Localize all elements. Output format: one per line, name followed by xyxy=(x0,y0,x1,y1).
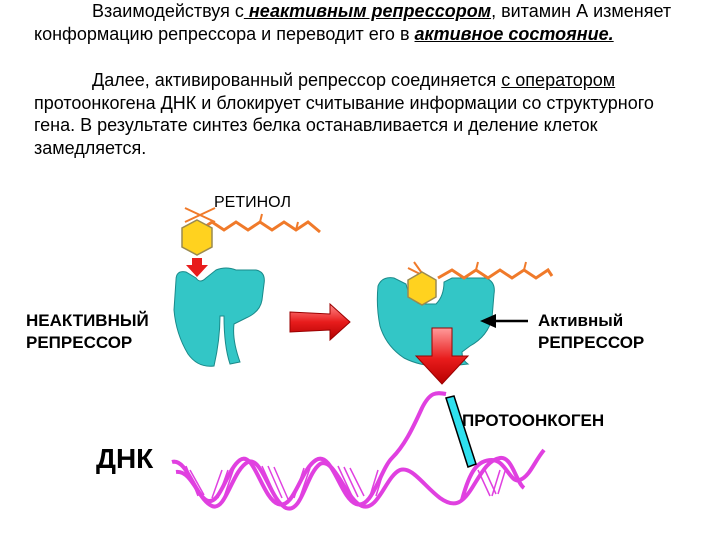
p1-active-state: активное состояние. xyxy=(414,23,614,44)
paragraph-vitamin-a: Взаимодействуя с неактивным репрессором,… xyxy=(34,0,694,45)
dna-label: ДНК xyxy=(96,443,154,474)
inactive-label-line2: РЕПРЕССОР xyxy=(26,333,133,352)
pointer-arrow xyxy=(480,314,528,328)
bound-retinol xyxy=(407,261,554,306)
inactive-repressor xyxy=(173,267,265,367)
protooncogene-segment xyxy=(445,395,477,468)
retinol-molecule xyxy=(181,207,321,256)
p1-text-2: , витамин А изменяет конформацию репресс… xyxy=(34,1,672,44)
protooncogene-label: ПРОТООНКОГЕН xyxy=(462,411,605,430)
transition-arrow xyxy=(289,302,351,342)
dna-helix xyxy=(171,391,546,511)
p1-inactive-repressor: неактивным репрессором xyxy=(243,1,492,21)
retinol-label: РЕТИНОЛ xyxy=(214,194,291,211)
paragraph-repressor: Далее, активированный репрессор соединяе… xyxy=(34,69,694,159)
active-repressor-label: Активный РЕПРЕССОР xyxy=(538,310,644,354)
inactive-repressor-label: НЕАКТИВНЫЙ РЕПРЕССОР xyxy=(26,310,149,354)
p2-text-2: протоонкогена ДНК и блокирует считывание… xyxy=(34,92,654,158)
inactive-label-line1: НЕАКТИВНЫЙ xyxy=(26,311,149,330)
active-label-line2: РЕПРЕССОР xyxy=(538,333,645,352)
p2-text-1: Далее, активированный репрессор соединяе… xyxy=(92,70,502,90)
binding-arrow xyxy=(186,258,208,277)
down-arrow xyxy=(414,327,470,385)
active-label-line1: Активный xyxy=(538,311,624,330)
retinol-hexagon xyxy=(181,219,213,256)
retinol-chain xyxy=(199,220,321,234)
p1-text-1: Взаимодействуя с xyxy=(92,1,244,21)
p2-operator: с оператором xyxy=(501,70,616,90)
